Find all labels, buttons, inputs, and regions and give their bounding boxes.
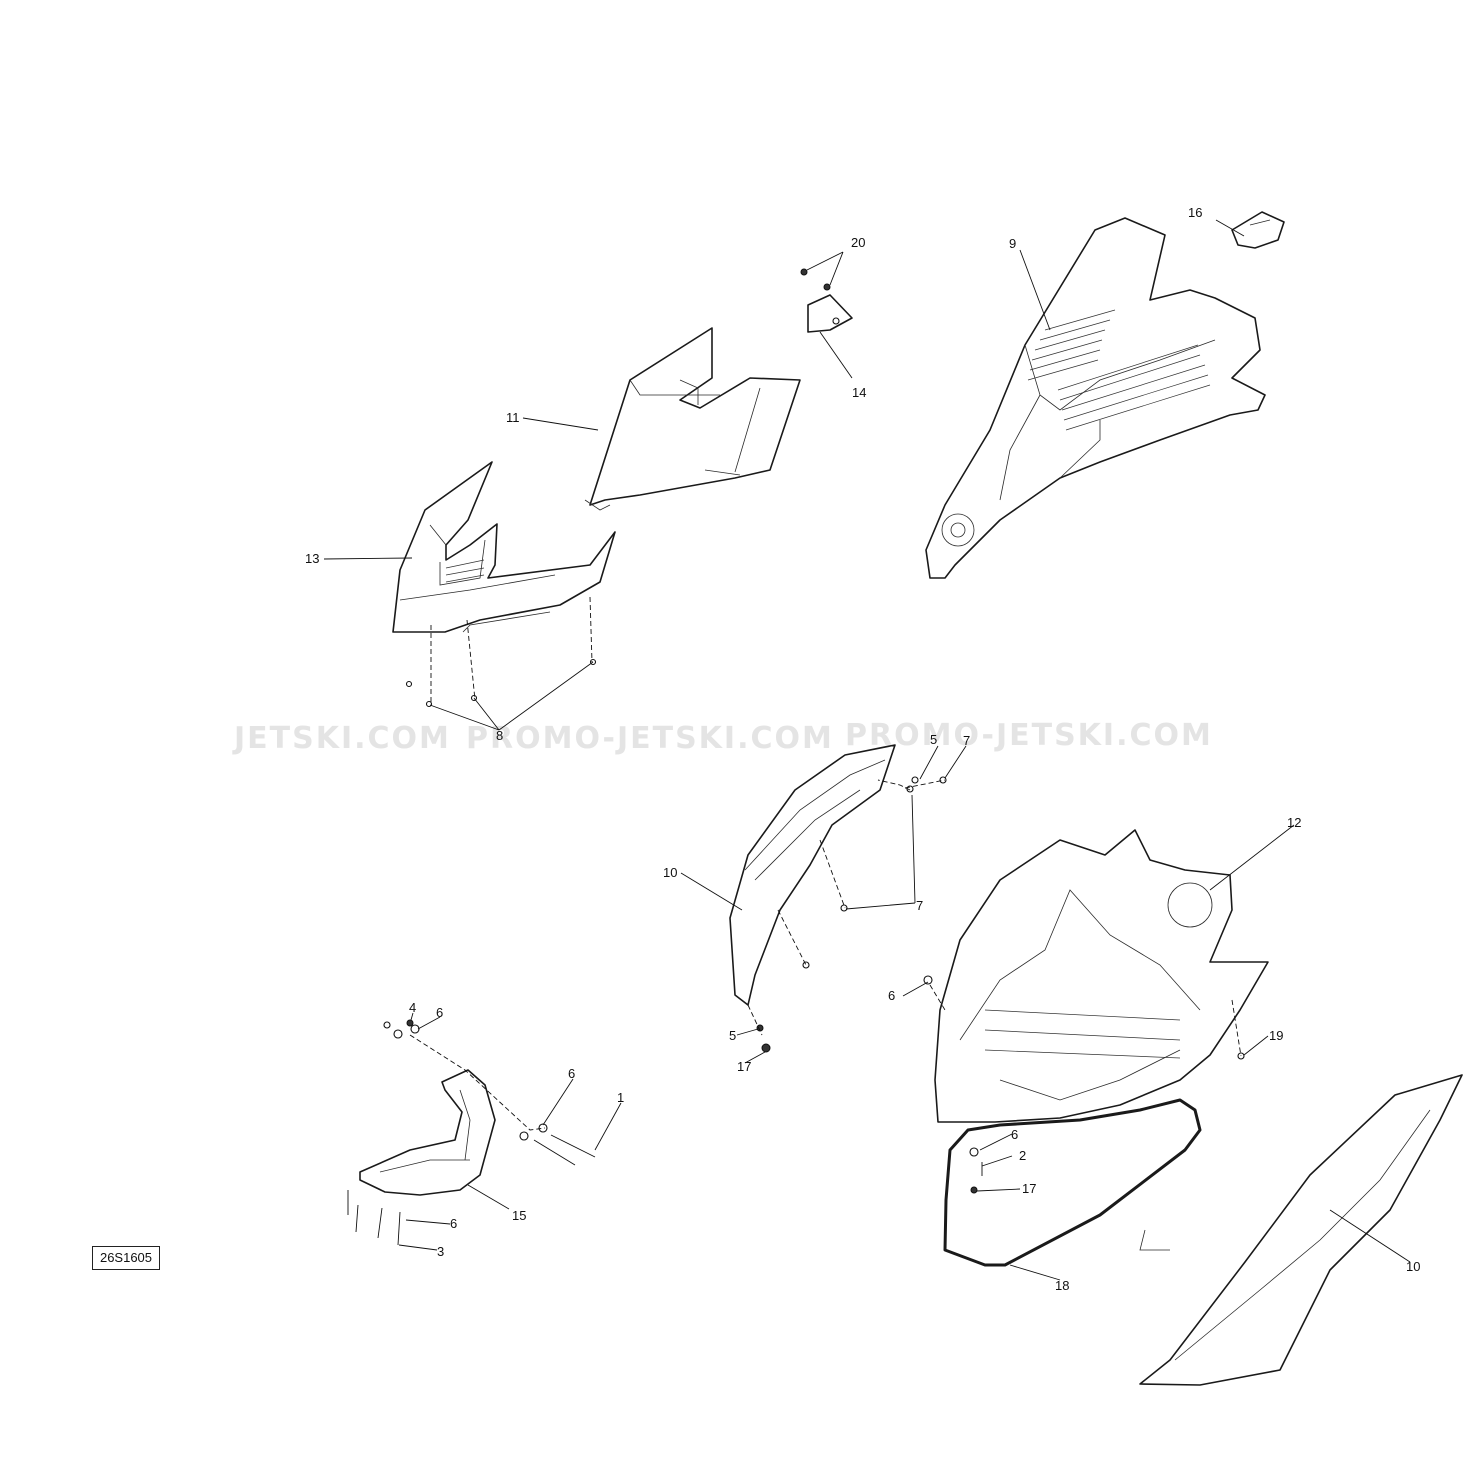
callout-3: 3 [437, 1244, 444, 1259]
part-9-main-deck[interactable] [925, 217, 1266, 579]
callout-17-right: 17 [1022, 1181, 1036, 1196]
watermark: JETSKI.COM PROMO-JETSKI.COM PROMO-JETSKI… [232, 718, 1213, 756]
part-11-upper-panel[interactable] [584, 327, 801, 511]
callout-17-left: 17 [737, 1059, 751, 1074]
callout-13: 13 [305, 551, 319, 566]
callout-5: 5 [729, 1028, 736, 1043]
assembly-lines [409, 596, 1242, 1131]
leader-lines [323, 219, 1411, 1281]
watermark-text-1: JETSKI.COM [232, 721, 451, 756]
callout-19: 19 [1269, 1028, 1283, 1043]
reference-code: 26S1605 [92, 1246, 160, 1270]
callout-20: 20 [851, 235, 865, 250]
callout-14: 14 [852, 385, 866, 400]
part-13-front-cowl[interactable] [392, 461, 616, 633]
part-10-side-panel-left[interactable] [729, 744, 896, 1006]
callout-18: 18 [1055, 1278, 1069, 1293]
callout-labels: 20 14 16 9 11 13 8 5 7 7 10 12 6 5 17 19… [305, 205, 1420, 1293]
callout-11: 11 [506, 410, 520, 425]
part-20-screws[interactable] [800, 268, 831, 291]
part-12-front-body[interactable] [934, 829, 1269, 1123]
watermark-text-2: PROMO-JETSKI.COM [466, 721, 834, 756]
callout-4: 4 [409, 1000, 416, 1015]
callout-6-mid: 6 [568, 1066, 575, 1081]
callout-16: 16 [1188, 205, 1202, 220]
part-10-side-panel-right[interactable] [1139, 1074, 1463, 1386]
callout-6-body: 6 [888, 988, 895, 1003]
callout-15: 15 [512, 1208, 526, 1223]
callout-12: 12 [1287, 815, 1301, 830]
callout-1: 1 [617, 1090, 624, 1105]
callout-9: 9 [1009, 236, 1016, 251]
callout-5-top: 5 [930, 732, 937, 747]
callout-8: 8 [496, 728, 503, 743]
callout-6-seal: 6 [1011, 1127, 1018, 1142]
callout-2: 2 [1019, 1148, 1026, 1163]
callout-7-top: 7 [963, 733, 970, 748]
part-16-cap[interactable] [1231, 211, 1285, 249]
part-15-bottom-bracket[interactable] [359, 1069, 496, 1196]
callout-10-upper: 10 [663, 865, 677, 880]
part-18-seal[interactable] [943, 1098, 1202, 1267]
callout-6-top-left: 6 [436, 1005, 443, 1020]
part-14-bracket[interactable] [807, 294, 853, 333]
callout-6-bottom: 6 [450, 1216, 457, 1231]
callout-10-lower: 10 [1406, 1259, 1420, 1274]
callout-7: 7 [916, 898, 923, 913]
watermark-text-3: PROMO-JETSKI.COM [845, 718, 1213, 753]
